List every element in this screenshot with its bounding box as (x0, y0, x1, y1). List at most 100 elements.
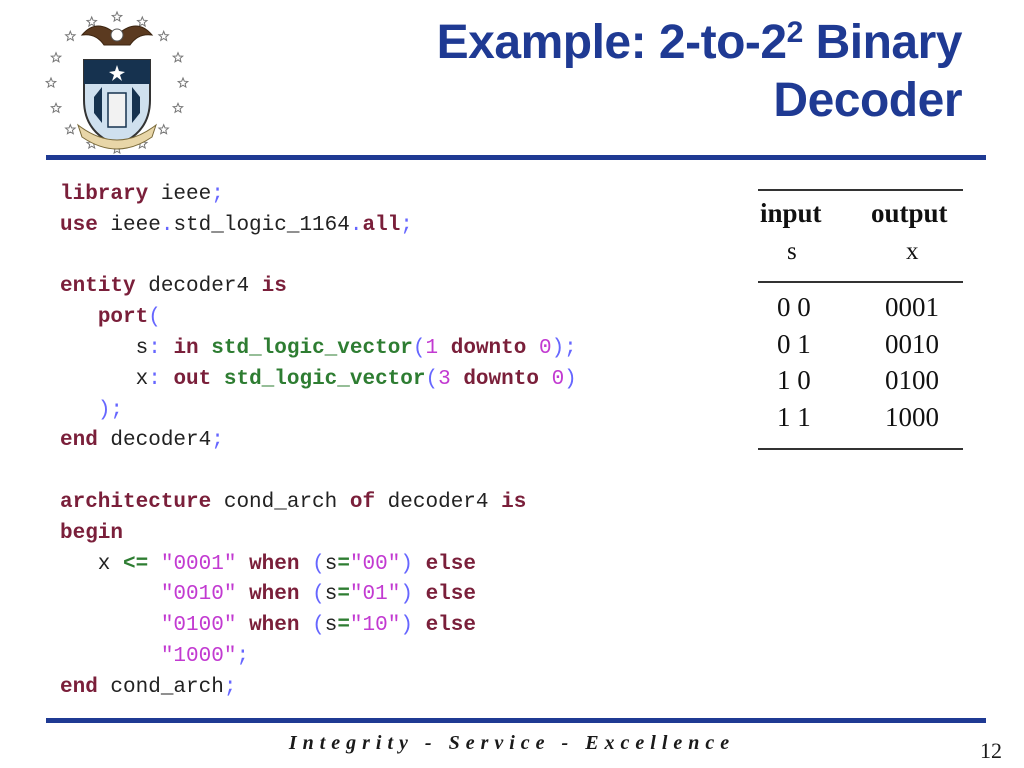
code-token: cond_arch (211, 490, 350, 514)
code-token (413, 553, 426, 576)
code-token: ); (551, 336, 577, 360)
code-line: "0010" when (s="01") else (60, 580, 577, 611)
title-superscript: 2 (786, 16, 804, 49)
code-token (236, 583, 249, 606)
code-token: ; (223, 675, 237, 699)
code-token: s (324, 583, 338, 607)
code-token (60, 306, 98, 329)
code-token: end (60, 429, 98, 453)
table-top-rule (758, 189, 963, 191)
table-header-output: output (871, 198, 948, 228)
code-token: <= (123, 552, 149, 576)
code-token: decoder4 (135, 275, 262, 299)
code-line: entity decoder4 is (60, 272, 577, 303)
table-cell-input: 1 0 (777, 365, 811, 395)
seal-star-icon (85, 15, 98, 28)
code-line (60, 242, 577, 273)
seal-star-icon (110, 10, 124, 23)
table-cell-output: 0100 (885, 365, 939, 395)
code-token: ieee (97, 213, 161, 237)
code-token: ) (400, 614, 413, 638)
code-token (60, 399, 98, 422)
code-token: when (249, 583, 300, 607)
code-token: std_logic_vector (223, 367, 426, 391)
code-token (199, 337, 212, 360)
table-cell-input: 0 0 (777, 292, 811, 322)
code-token: ) (564, 367, 577, 391)
code-token: ); (97, 398, 124, 422)
footer-motto: Integrity - Service - Excellence (288, 732, 736, 754)
code-token: end (60, 675, 98, 699)
code-token: "0100" (160, 614, 237, 638)
seal-star-icon (64, 29, 77, 42)
code-token: "0001" (160, 552, 237, 576)
code-line: x <= "0001" when (s="00") else (60, 550, 577, 581)
code-token: decoder4 (375, 490, 502, 514)
code-token (60, 614, 161, 637)
code-line (60, 457, 577, 488)
code-line: port( (60, 303, 577, 334)
code-token: all (362, 213, 401, 237)
code-token: std_logic_vector (211, 336, 413, 360)
code-token: ( (425, 367, 439, 391)
code-token (236, 553, 249, 576)
code-token: port (97, 306, 149, 330)
code-token: ) (400, 552, 413, 576)
seal-star-icon (157, 29, 170, 42)
code-token: ( (312, 614, 325, 638)
code-token: 3 (438, 367, 451, 391)
seal-star-icon (44, 76, 58, 89)
code-token: x (60, 552, 124, 576)
code-line: library ieee; (60, 180, 577, 211)
code-token: "10" (349, 614, 401, 638)
code-token: decoder4 (97, 429, 212, 453)
seal-star-icon (64, 123, 77, 135)
header-divider (46, 155, 986, 160)
code-token: s (324, 614, 338, 638)
code-token (539, 368, 552, 391)
seal-star-icon (171, 101, 184, 114)
air-force-academy-seal-icon (42, 5, 192, 155)
code-token: : (148, 367, 161, 391)
code-token (299, 614, 312, 637)
code-token: : (148, 336, 161, 360)
code-token: when (249, 614, 300, 638)
code-token: library (60, 183, 149, 206)
table-subheader-s: s (787, 238, 797, 265)
code-line: x: out std_logic_vector(3 downto 0) (60, 365, 577, 396)
code-token: ; (211, 183, 224, 206)
code-token: 1 (425, 336, 439, 360)
code-token: entity (60, 275, 136, 299)
code-line: "0100" when (s="10") else (60, 611, 577, 642)
seal-star-icon (157, 123, 170, 135)
code-token: downto (450, 336, 527, 360)
code-token (161, 368, 174, 391)
code-token: std_logic_1164 (173, 213, 350, 237)
code-token: ( (312, 583, 325, 607)
code-line: "1000"; (60, 642, 577, 673)
code-token: else (425, 552, 476, 576)
code-token: cond_arch (97, 675, 224, 699)
code-token: use (60, 213, 98, 237)
seal-star-icon (50, 101, 63, 114)
table-cell-output: 0010 (885, 329, 939, 359)
code-token: "1000" (160, 644, 237, 668)
code-token (451, 368, 464, 391)
code-token: of (349, 490, 376, 514)
code-line: s: in std_logic_vector(1 downto 0); (60, 334, 577, 365)
title-line1: Example: 2-to-22 Binary (436, 16, 963, 69)
code-line: begin (60, 519, 577, 550)
code-token (300, 553, 313, 576)
table-cell-input: 1 1 (777, 402, 811, 432)
table-subheader-x: x (906, 238, 919, 265)
code-token: ( (412, 336, 426, 360)
footer-divider (46, 718, 986, 723)
code-token: s (60, 336, 149, 360)
code-token: "01" (349, 583, 401, 607)
table-cell-output: 1000 (885, 402, 939, 432)
vhdl-code-listing: library ieee;use ieee.std_logic_1164.all… (60, 180, 577, 704)
code-token: s (324, 552, 338, 576)
code-line: ); (60, 396, 577, 427)
code-token (526, 337, 539, 360)
code-token: ; (211, 429, 224, 453)
